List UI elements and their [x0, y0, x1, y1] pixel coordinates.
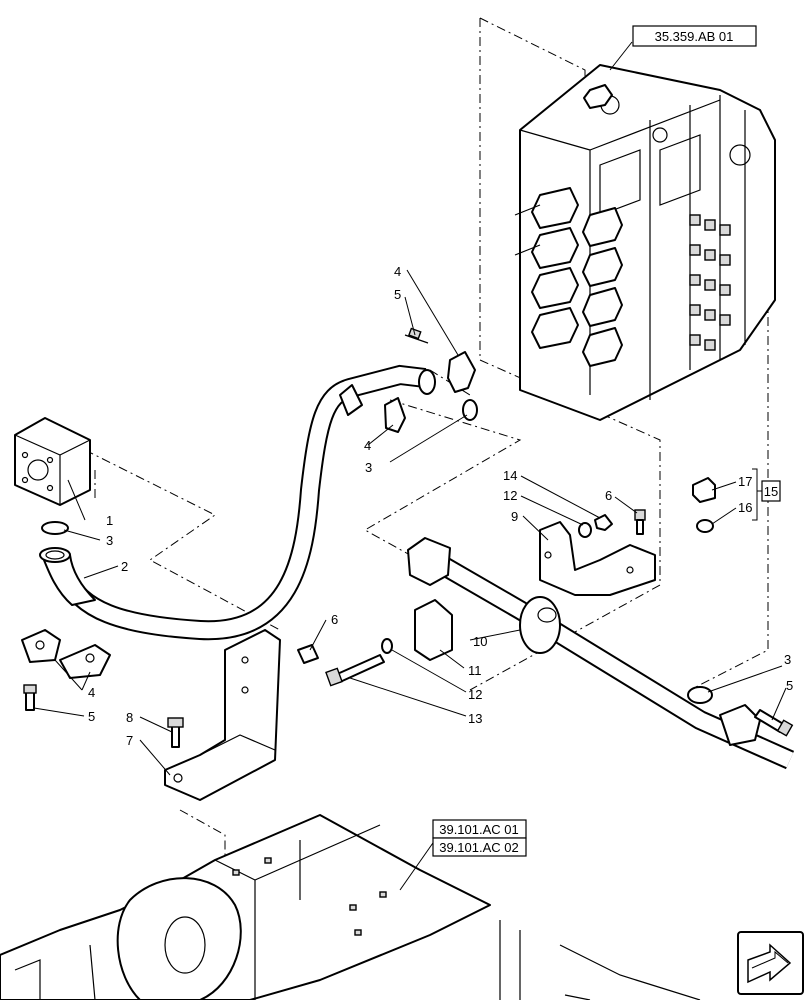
- callout-5: 5: [786, 678, 793, 693]
- mounting-bracket-right: [539, 509, 656, 596]
- callout-13: 13: [468, 711, 482, 726]
- callout-4: 4: [88, 685, 95, 700]
- svg-text:39.101.AC 02: 39.101.AC 02: [439, 840, 519, 855]
- callout-8: 8: [126, 710, 133, 725]
- callout-6: 6: [331, 612, 338, 627]
- control-valve-assembly: [514, 64, 776, 421]
- callout-10: 10: [473, 634, 487, 649]
- callout-16: 16: [738, 500, 752, 515]
- port-block: [14, 417, 91, 506]
- callout-12: 12: [468, 687, 482, 702]
- callout-3: 3: [106, 533, 113, 548]
- callout-14: 14: [503, 468, 517, 483]
- next-page-arrow-icon[interactable]: [737, 931, 804, 995]
- o-ring: [462, 399, 478, 421]
- hose-assembly: [39, 364, 436, 641]
- reference-frame-1[interactable]: 39.101.AC 01: [432, 819, 527, 839]
- steel-tube: [407, 537, 795, 770]
- plug-assembly: [692, 477, 716, 533]
- valve-ports: [689, 214, 731, 351]
- clamp-assembly: [325, 599, 453, 687]
- callout-5: 5: [88, 709, 95, 724]
- callout-17: 17: [738, 474, 752, 489]
- reference-control-valve[interactable]: 35.359.AB 01: [632, 25, 757, 47]
- bolt-right: [754, 709, 794, 737]
- callout-labels: 4 5 4 3 1 3 2 4 5 6 8 7 14 12 9 6 10 11 …: [88, 264, 793, 748]
- callout-4: 4: [364, 438, 371, 453]
- callout-3: 3: [784, 652, 791, 667]
- valve-spools: [514, 187, 623, 367]
- callout-11: 11: [468, 663, 482, 678]
- callout-1: 1: [106, 513, 113, 528]
- callout-6: 6: [605, 488, 612, 503]
- leader-lines: [33, 41, 787, 891]
- mounting-bracket-left: [164, 629, 319, 801]
- svg-text:35.359.AB 01: 35.359.AB 01: [655, 29, 734, 44]
- reference-kit-box[interactable]: 15: [752, 468, 781, 521]
- callout-3: 3: [365, 460, 372, 475]
- reference-frame-2[interactable]: 39.101.AC 02: [432, 837, 527, 857]
- callout-7: 7: [126, 733, 133, 748]
- split-flange-upper: [384, 327, 476, 433]
- callout-5: 5: [394, 287, 401, 302]
- callout-2: 2: [121, 559, 128, 574]
- upper-frame: [0, 814, 701, 1000]
- svg-text:39.101.AC 01: 39.101.AC 01: [439, 822, 519, 837]
- callout-12: 12: [503, 488, 517, 503]
- split-flange-lower: [21, 629, 111, 711]
- o-ring: [41, 521, 69, 535]
- callout-4: 4: [394, 264, 401, 279]
- svg-text:15: 15: [764, 484, 778, 499]
- callout-9: 9: [511, 509, 518, 524]
